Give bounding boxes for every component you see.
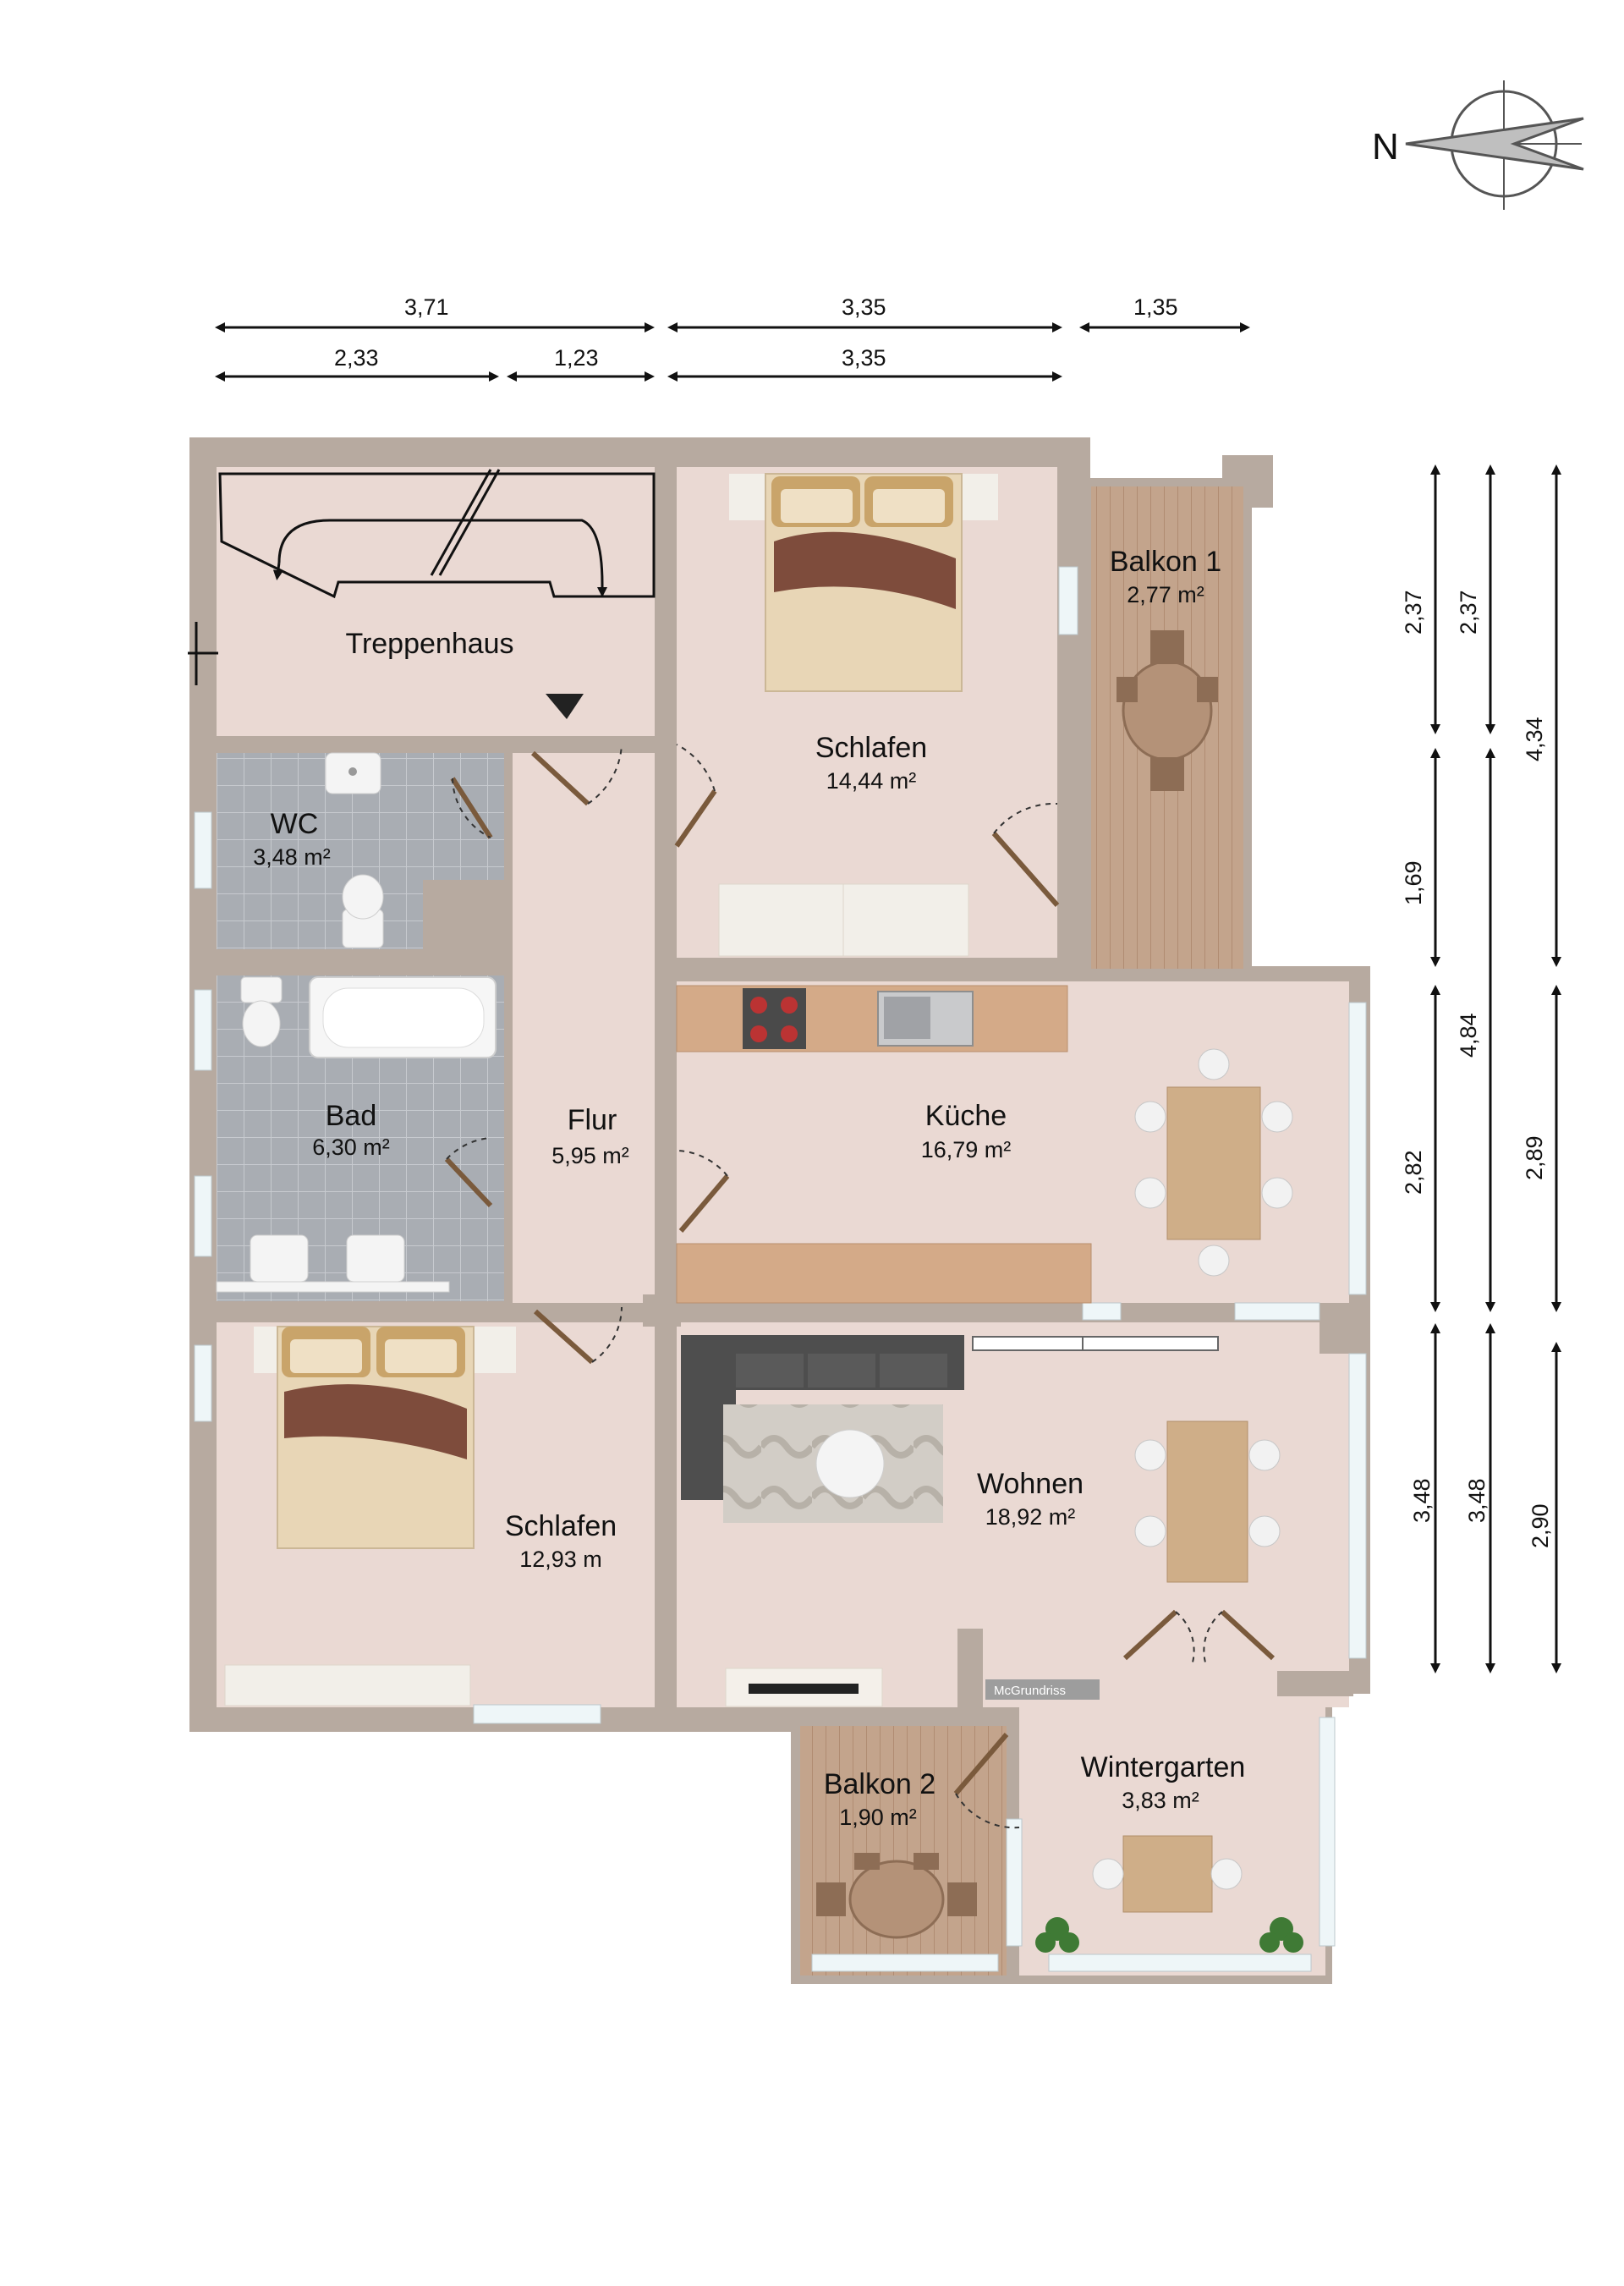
window xyxy=(1006,1818,1023,1947)
window xyxy=(1048,1954,1312,1972)
stove-icon xyxy=(743,988,806,1049)
balcony-table-icon xyxy=(1116,630,1218,791)
doors xyxy=(444,744,1276,1829)
window xyxy=(1348,1002,1367,1295)
compass-north-label: N xyxy=(1372,126,1399,168)
kitchen-island xyxy=(676,1243,1092,1304)
toilet-icon xyxy=(342,874,384,948)
room-name-balkon-1: Balkon 1 xyxy=(1110,546,1221,578)
room-name-wohnen: Wohnen xyxy=(977,1468,1084,1500)
room-area-wintergarten: 3,83 m² xyxy=(1122,1788,1199,1813)
room-name-kueche: Küche xyxy=(925,1100,1007,1132)
compass-needle-icon xyxy=(1405,117,1584,171)
entrance-arrow-icon xyxy=(546,694,584,719)
floors xyxy=(217,467,1349,1976)
room-name-treppenhaus: Treppenhaus xyxy=(345,628,513,660)
bathtub-icon xyxy=(309,976,497,1058)
window xyxy=(194,989,212,1071)
room-area-schlafen-2: 12,93 m xyxy=(519,1547,602,1572)
floor-treppenhaus xyxy=(217,467,655,736)
window xyxy=(1082,1302,1122,1321)
room-area-flur: 5,95 m² xyxy=(551,1143,629,1168)
room-name-flur: Flur xyxy=(568,1104,617,1136)
dim-top-5: 1,23 xyxy=(554,345,599,371)
room-area-balkon-2: 1,90 m² xyxy=(839,1805,917,1830)
room-name-wintergarten: Wintergarten xyxy=(1081,1751,1246,1783)
dim-right-5: 2,37 xyxy=(1456,590,1481,635)
dim-top-2: 3,35 xyxy=(842,294,886,320)
sofa-icon xyxy=(681,1335,964,1500)
dim-right-3: 2,82 xyxy=(1401,1150,1426,1195)
dim-right-10: 2,90 xyxy=(1528,1503,1553,1548)
windows xyxy=(194,566,1367,1972)
window xyxy=(811,1954,999,1972)
top-dimensions: 3,71 3,35 1,35 2,33 1,23 3,35 xyxy=(215,294,1250,382)
dining-table-icon xyxy=(1092,1835,1243,1913)
plant-icon xyxy=(1259,1917,1303,1953)
room-area-bad: 6,30 m² xyxy=(312,1135,390,1160)
bed-icon xyxy=(254,1326,516,1549)
wardrobe xyxy=(224,1664,471,1706)
room-area-schlafen-1: 14,44 m² xyxy=(826,768,917,794)
window xyxy=(473,1704,601,1724)
dim-right-1: 2,37 xyxy=(1401,590,1426,635)
dim-right-8: 4,34 xyxy=(1522,717,1547,761)
window xyxy=(1234,1302,1320,1321)
logo-text: McGrundriss xyxy=(994,1684,1066,1698)
floor-flur xyxy=(513,753,655,1303)
dim-top-1: 3,71 xyxy=(404,294,449,320)
dining-table-icon xyxy=(1134,1048,1293,1277)
room-name-wc: WC xyxy=(271,808,319,840)
wall-details xyxy=(643,1294,1362,1713)
dim-top-6: 3,35 xyxy=(842,345,886,371)
dim-top-3: 1,35 xyxy=(1133,294,1178,320)
bed-icon xyxy=(729,473,998,692)
window xyxy=(1319,1717,1336,1947)
coffee-table-icon xyxy=(815,1429,885,1498)
room-area-balkon-1: 2,77 m² xyxy=(1127,582,1204,607)
sink-icon xyxy=(325,752,381,794)
entrance-door-icon xyxy=(188,622,218,685)
plant-icon xyxy=(1035,1917,1079,1953)
dim-right-7: 3,48 xyxy=(1464,1478,1490,1523)
double-sink-icon xyxy=(216,1234,450,1293)
room-labels: Treppenhaus Schlafen 14,44 m² Balkon 1 2… xyxy=(253,546,1245,1830)
window xyxy=(1348,1353,1367,1659)
window xyxy=(194,811,212,889)
window xyxy=(1058,566,1078,635)
sliding-door-icon xyxy=(972,1336,1219,1351)
room-name-schlafen-1: Schlafen xyxy=(815,732,927,764)
dim-right-6: 4,84 xyxy=(1456,1013,1481,1058)
room-name-balkon-2: Balkon 2 xyxy=(824,1768,935,1800)
dim-right-9: 2,89 xyxy=(1522,1135,1547,1180)
room-name-schlafen-2: Schlafen xyxy=(505,1510,617,1542)
window xyxy=(194,1175,212,1257)
room-name-bad: Bad xyxy=(326,1100,377,1132)
logo: McGrundriss xyxy=(985,1679,1100,1700)
tv-icon xyxy=(725,1668,883,1707)
dim-right-4: 3,48 xyxy=(1409,1478,1435,1523)
right-dimensions: 2,37 1,69 2,82 3,48 2,37 4,84 3,48 4,34 … xyxy=(1401,464,1561,1673)
staircase-icon xyxy=(218,469,656,599)
toilet-icon xyxy=(240,976,283,1047)
dim-right-2: 1,69 xyxy=(1401,860,1426,905)
dim-top-4: 2,33 xyxy=(334,345,379,371)
window xyxy=(194,1344,212,1422)
room-area-wc: 3,48 m² xyxy=(253,844,331,870)
compass: N xyxy=(1372,80,1584,210)
room-area-wohnen: 18,92 m² xyxy=(985,1504,1076,1530)
dining-table-icon xyxy=(1134,1421,1281,1583)
kitchen-counter xyxy=(676,985,1068,1052)
room-area-kueche: 16,79 m² xyxy=(921,1137,1012,1162)
balcony-table-icon xyxy=(816,1853,977,1939)
